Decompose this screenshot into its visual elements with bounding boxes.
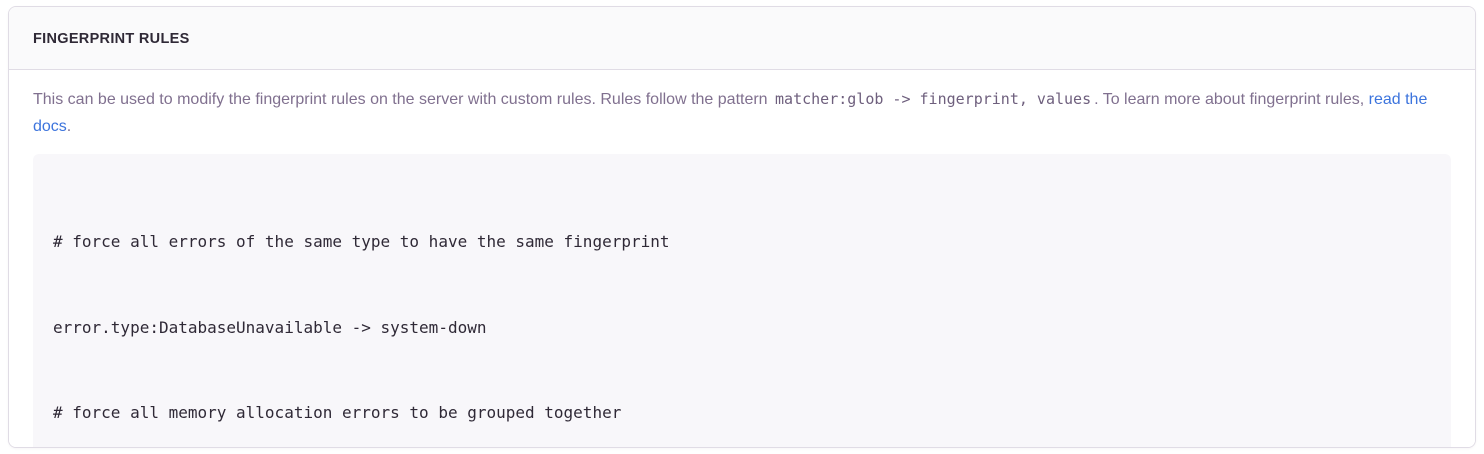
fingerprint-rules-description: This can be used to modify the fingerpri… (33, 86, 1451, 140)
description-text-after-code: . To learn more about fingerprint rules, (1094, 91, 1369, 108)
read-the-docs-link[interactable]: read the docs (33, 91, 1428, 135)
description-text-after-link: . (66, 118, 72, 135)
example-code-line: error.type:DatabaseUnavailable -> system… (53, 317, 487, 337)
description-text-before-code: This can be used to modify the fingerpri… (33, 91, 773, 108)
example-code-line: # force all memory allocation errors to … (53, 403, 622, 422)
panel-body: This can be used to modify the fingerpri… (9, 70, 1475, 447)
fingerprint-rules-panel: FINGERPRINT RULES This can be used to mo… (8, 6, 1476, 448)
fingerprint-rules-example-block: # force all errors of the same type to h… (33, 154, 1451, 447)
panel-title: FINGERPRINT RULES (33, 31, 190, 47)
example-code-line: # force all errors of the same type to h… (53, 232, 670, 251)
pattern-inline-code: matcher:glob -> fingerprint, values (775, 90, 1092, 108)
panel-header: FINGERPRINT RULES (9, 7, 1475, 70)
